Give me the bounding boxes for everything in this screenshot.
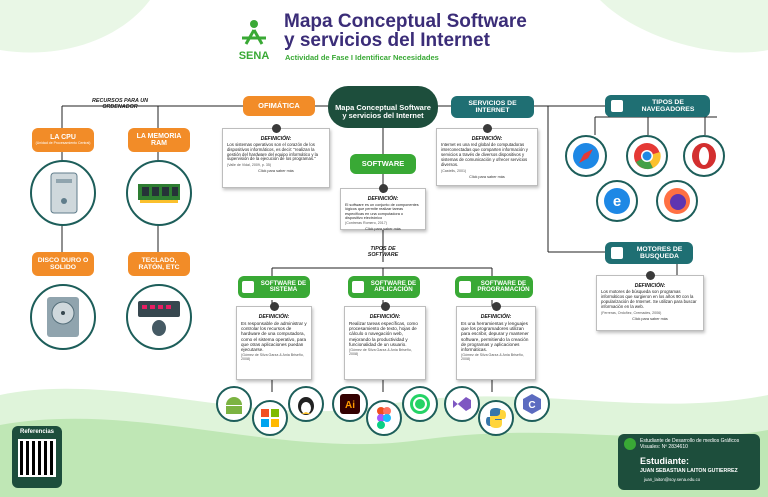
programacion-definition-card: DEFINICIÓN: Es una herramientas y lengua… — [456, 302, 536, 380]
cpu-box: LA CPU (Unidad de Procesamiento Central) — [32, 128, 94, 152]
sena-badge-icon — [624, 438, 636, 450]
ofimatica-more-link[interactable]: Click para saber más — [258, 169, 294, 174]
page-subtitle: Actividad de Fase I Identificar Necesida… — [285, 53, 439, 62]
servicios-more-link[interactable]: Click para saber más — [469, 174, 505, 179]
opera-icon — [683, 135, 725, 177]
ram-module-icon — [126, 160, 192, 226]
svg-text:C: C — [528, 400, 535, 411]
application-icon — [352, 281, 364, 293]
pin-icon — [646, 271, 655, 280]
software-programacion-box: SOFTWARE DE PROGRAMACIÓN — [455, 276, 533, 298]
linux-icon — [288, 386, 324, 422]
edge-icon: e — [596, 180, 638, 222]
search-engine-icon — [611, 247, 623, 259]
whatsapp-icon — [402, 386, 438, 422]
visual-studio-icon — [444, 386, 480, 422]
student-program: Estudiante de Desarrollo de medios Gráfi… — [640, 438, 740, 450]
ofimatica-box: OFIMÁTICA — [243, 96, 315, 116]
hard-drive-icon — [30, 284, 96, 350]
aplicacion-definition-card: DEFINICIÓN: Realizar tareas específicas,… — [344, 302, 426, 380]
central-node: Mapa Conceptual Software y servicios del… — [328, 86, 438, 128]
page-title: Mapa Conceptual Software y servicios del… — [284, 12, 584, 50]
chrome-icon — [626, 135, 668, 177]
sena-logo: SENA — [232, 16, 276, 70]
keyboard-mouse-icon — [126, 284, 192, 350]
student-email: juan_laiton@soy.sena.edu.co — [644, 477, 701, 482]
c-sharp-icon: C — [514, 386, 550, 422]
sistema-definition-card: DEFINICIÓN: Es responsable de administra… — [236, 302, 312, 380]
software-aplicacion-box: SOFTWARE DE APLICACIÓN — [348, 276, 420, 298]
safari-icon — [565, 135, 607, 177]
cpu-tower-icon — [30, 160, 96, 226]
title-line-2: y servicios del Internet — [284, 30, 490, 51]
pin-icon — [381, 302, 390, 311]
motores-definition-card: DEFINICIÓN: Los motores de búsqueda son … — [596, 271, 704, 331]
pin-icon — [483, 124, 492, 133]
firefox-icon — [656, 180, 698, 222]
referencias-label: Referencias — [19, 429, 55, 435]
svg-text:Ai: Ai — [345, 400, 355, 411]
pin-icon — [379, 184, 388, 193]
svg-text:e: e — [613, 193, 621, 210]
software-more-link[interactable]: Click para saber más — [365, 227, 401, 232]
pin-icon — [270, 302, 279, 311]
motores-box: MOTORES DE BUSQUEDA — [605, 242, 693, 264]
motores-more-link[interactable]: Click para saber más — [632, 316, 668, 321]
windows-icon — [252, 400, 288, 436]
qr-code-icon[interactable] — [18, 439, 56, 477]
terminal-icon — [459, 281, 471, 293]
browser-window-icon — [611, 100, 623, 112]
figma-icon — [366, 400, 402, 436]
servicios-definition-card: DEFINICIÓN: Internet es una red global d… — [436, 124, 538, 186]
navegadores-box: TIPOS DE NAVEGADORES — [605, 95, 710, 117]
software-sistema-box: SOFTWARE DE SISTEMA — [238, 276, 310, 298]
teclado-box: TECLADO, RATÓN, ETC — [128, 252, 190, 276]
pin-icon — [492, 302, 501, 311]
ram-box: LA MEMORIA RAM — [128, 128, 190, 152]
referencias-panel[interactable]: Referencias — [12, 426, 62, 488]
student-card: Estudiante de Desarrollo de medios Gráfi… — [618, 434, 760, 490]
tipos-software-label: TIPOS DE SOFTWARE — [367, 246, 399, 258]
student-name: JUAN SEBASTIAN LAITON GUTIERREZ — [640, 468, 738, 474]
python-icon — [478, 400, 514, 436]
software-box: SOFTWARE — [350, 154, 416, 174]
recursos-label: RECURSOS PARA UN ORDENADOR — [91, 98, 148, 110]
illustrator-icon: Ai — [332, 386, 368, 422]
student-heading: Estudiante: — [640, 456, 690, 466]
title-line-1: Mapa Conceptual Software — [284, 11, 527, 32]
servicios-internet-box: SERVICIOS DE INTERNET — [451, 96, 534, 118]
disco-box: DISCO DURO O SOLIDO — [32, 252, 94, 276]
software-definition-card: DEFINICIÓN: El software es un conjunto d… — [340, 184, 426, 232]
android-icon — [216, 386, 252, 422]
system-icon — [242, 281, 254, 293]
ofimatica-definition-card: DEFINICIÓN: Los sistemas operativos son … — [222, 124, 330, 188]
pin-icon — [272, 124, 281, 133]
